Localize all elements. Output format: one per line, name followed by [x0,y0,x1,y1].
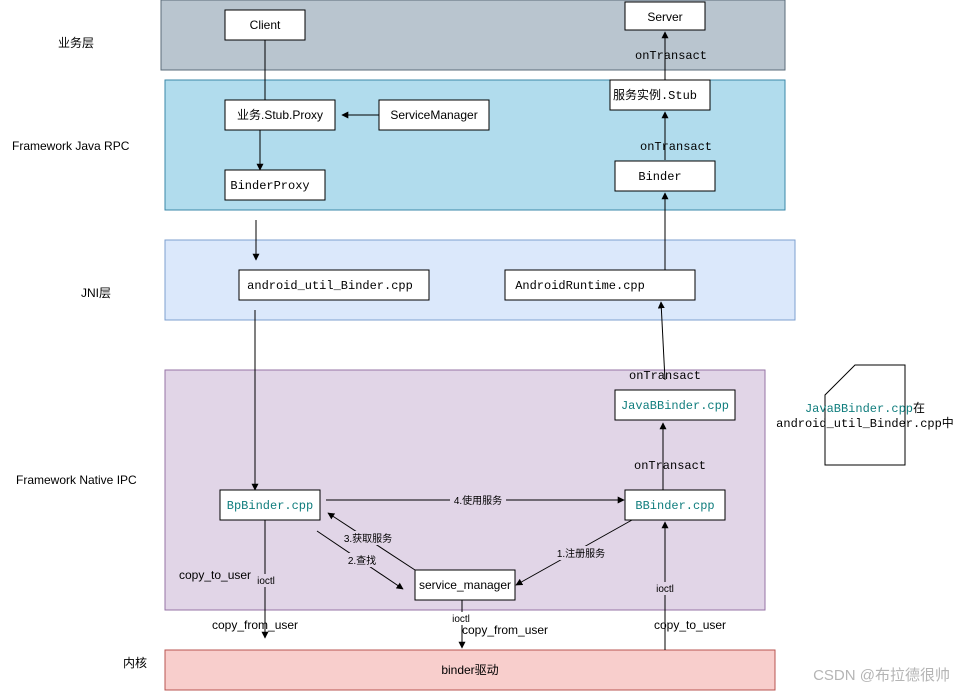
watermark: CSDN @布拉德很帅 [813,666,950,684]
edge-label-ioctl-left: ioctl [257,576,275,587]
kernel-layer-band [164,649,776,691]
layer-label-java-rpc: Framework Java RPC [12,139,130,153]
binder-driver-label: binder驱动 [441,663,498,677]
binder-proxy-node-label: BinderProxy [230,179,309,193]
binder-node-label: Binder [638,170,681,184]
note-suffix-text: 在 [913,401,925,415]
edge-label-ioctl-right: ioctl [656,584,674,595]
stub-proxy-node [224,99,336,131]
edge-label-bg-ioctl-left [256,574,276,587]
android-runtime-node [504,269,696,301]
edge-label-copy-to-user-right: copy_to_user [654,618,726,632]
edge-label-bg-ioctl-right [655,582,675,595]
edge-label-bg-lookup [344,553,380,567]
edge-label-copy-to-user-left: copy_to_user [179,568,251,582]
edge-label-bg-use-service [450,493,506,507]
android-util-binder-node-label: android_util_Binder.cpp [247,279,413,293]
edge-label-ioctl-mid: ioctl [452,614,470,625]
service-manager-java-node-label: ServiceManager [390,108,477,122]
stub-proxy-node-label: 业务.Stub.Proxy [237,107,323,122]
service-stub-node [609,79,711,111]
service-manager-java-node [378,99,490,131]
note-shape [824,364,906,466]
edge-label-get-service: 3.获取服务 [344,532,392,545]
binder-node [614,160,716,192]
edge-label-ontransact-bbinder: onTransact [634,459,706,473]
edge-label-ontransact-native: onTransact [629,369,701,383]
client-node-label: Client [250,18,281,32]
note-text-line2: android_util_Binder.cpp中 [776,415,954,431]
android-util-binder-node [238,269,430,301]
edge-label-lookup: 2.查找 [348,554,376,567]
edge-label-ontransact-binder: onTransact [640,140,712,154]
edge-label-bg-get-service [340,531,396,545]
edge-label-use-service: 4.使用服务 [454,494,502,507]
layer-label-business: 业务层 [58,35,94,50]
server-node-label: Server [647,10,682,24]
layer-label-jni: JNI层 [81,286,111,300]
bpbinder-node-label: BpBinder.cpp [227,499,313,513]
client-node [224,9,306,41]
edge-label-register-service: 1.注册服务 [557,547,605,560]
bbinder-node [624,489,726,521]
java-bbinder-node-label: JavaBBinder.cpp [621,399,729,413]
java-bbinder-node [614,389,736,421]
note-code-text: JavaBBinder.cpp [805,402,913,416]
layer-label-kernel: 内核 [123,656,147,670]
binder-proxy-node [224,169,326,201]
edge-label-copy-from-user-left: copy_from_user [212,618,298,632]
service-manager-node-label: service_manager [419,578,511,592]
edge-label-ontransact-server: onTransact [635,49,707,63]
edge-label-bg-register-service [553,546,609,560]
bbinder-node-label: BBinder.cpp [635,499,714,513]
edge-label-bg-ioctl-mid [451,612,471,625]
service-stub-node-label: 服务实例.Stub [613,87,697,103]
server-node [624,1,706,31]
note-text-line1: JavaBBinder.cpp在 [805,401,925,416]
android-runtime-node-label: AndroidRuntime.cpp [515,279,645,293]
service-manager-node [414,569,516,601]
bpbinder-node [219,489,321,521]
edge-label-copy-from-user-mid: copy_from_user [462,623,548,637]
layer-label-native-ipc: Framework Native IPC [16,473,137,487]
edge-native-to-android-runtime [657,301,666,381]
